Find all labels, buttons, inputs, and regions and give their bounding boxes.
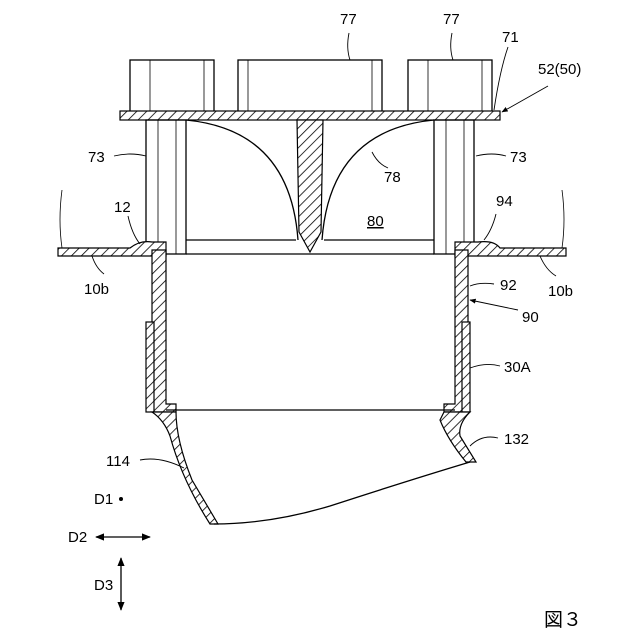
label-d2: D2 <box>68 529 87 546</box>
label-12: 12 <box>114 199 131 216</box>
plate-71 <box>120 111 500 120</box>
label-10b-right: 10b <box>548 283 573 300</box>
label-73-left: 73 <box>88 149 105 166</box>
label-71: 71 <box>502 29 519 46</box>
label-92: 92 <box>500 277 517 294</box>
label-10b-left: 10b <box>84 281 109 298</box>
label-90: 90 <box>522 309 539 326</box>
label-94: 94 <box>496 193 513 210</box>
label-52-50: 52(50) <box>538 61 581 78</box>
label-132: 132 <box>504 431 529 448</box>
label-80: 80 <box>367 213 384 230</box>
label-78: 78 <box>384 169 401 186</box>
figure-title: 図３ <box>544 609 582 631</box>
label-77-right: 77 <box>443 11 460 28</box>
lower-walls <box>152 412 476 524</box>
tube-body-90 <box>152 250 468 412</box>
label-114: 114 <box>106 453 130 470</box>
label-77-left: 77 <box>340 11 357 28</box>
label-d3: D3 <box>94 577 113 594</box>
label-30A: 30A <box>504 359 531 376</box>
label-73-right: 73 <box>510 149 527 166</box>
label-d1: D1 <box>94 491 113 508</box>
sleeve-30A <box>146 322 470 412</box>
center-rib <box>297 120 323 252</box>
cap-blocks-77 <box>130 60 492 112</box>
